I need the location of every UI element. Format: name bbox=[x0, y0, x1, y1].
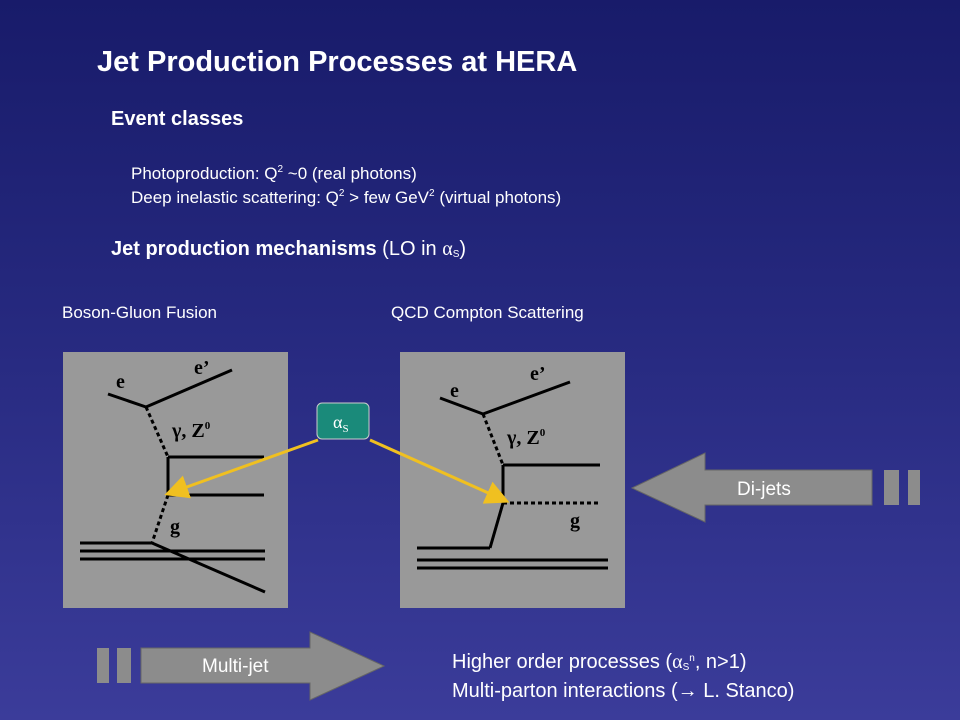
qcdc-e-in-label: e bbox=[450, 380, 459, 402]
qcdc-gluon-label: g bbox=[570, 510, 580, 532]
bgf-electron-out bbox=[145, 368, 233, 409]
bgf-gluon-line bbox=[150, 494, 170, 544]
bgf-panel bbox=[63, 352, 288, 608]
alpha-s-box-label: αS bbox=[333, 412, 349, 435]
bgf-boson-label: γ, Z0 bbox=[171, 420, 211, 442]
qcdc-e-out-label: e’ bbox=[530, 363, 546, 385]
qcdc-boson-label: γ, Z0 bbox=[506, 427, 546, 449]
bgf-title: Boson-Gluon Fusion bbox=[62, 303, 217, 322]
qcdc-quark-in bbox=[488, 502, 505, 549]
photoproduction-line: Photoproduction: Q2 ~0 (real photons) bbox=[131, 164, 417, 183]
bgf-gluon-label: g bbox=[170, 516, 180, 538]
bgf-e-out-label: e’ bbox=[194, 357, 210, 379]
qcdc-boson-line bbox=[481, 413, 505, 466]
multi-parton-line: Multi-parton interactions (→ L. Stanco) bbox=[452, 680, 795, 702]
higher-order-line: Higher order processes (αSn, n>1) bbox=[452, 651, 747, 673]
alpha-s-box bbox=[316, 402, 370, 440]
alpha-arrow-bgf bbox=[164, 438, 319, 499]
bgf-electron-in bbox=[107, 392, 147, 409]
bgf-e-in-label: e bbox=[116, 371, 125, 393]
multijet-arrow: Multi-jet bbox=[97, 631, 386, 701]
mechanisms-heading: Jet production mechanisms (LO in αS) bbox=[111, 238, 467, 260]
qcdc-electron-in bbox=[439, 396, 484, 416]
dis-line: Deep inelastic scattering: Q2 > few GeV2… bbox=[131, 188, 562, 207]
page-title: Jet Production Processes at HERA bbox=[97, 46, 578, 78]
event-classes-heading: Event classes bbox=[111, 108, 244, 130]
qcdc-title: QCD Compton Scattering bbox=[391, 303, 584, 322]
dijets-arrow: Di-jets bbox=[630, 452, 920, 523]
qcdc-panel bbox=[400, 352, 625, 608]
alpha-arrow-qcdc bbox=[369, 438, 510, 504]
dijets-label: Di-jets bbox=[737, 479, 791, 500]
bgf-boson-line bbox=[144, 406, 170, 458]
qcdc-electron-out bbox=[482, 380, 571, 416]
qcdc-diagram bbox=[417, 380, 608, 570]
multijet-label: Multi-jet bbox=[202, 656, 269, 677]
